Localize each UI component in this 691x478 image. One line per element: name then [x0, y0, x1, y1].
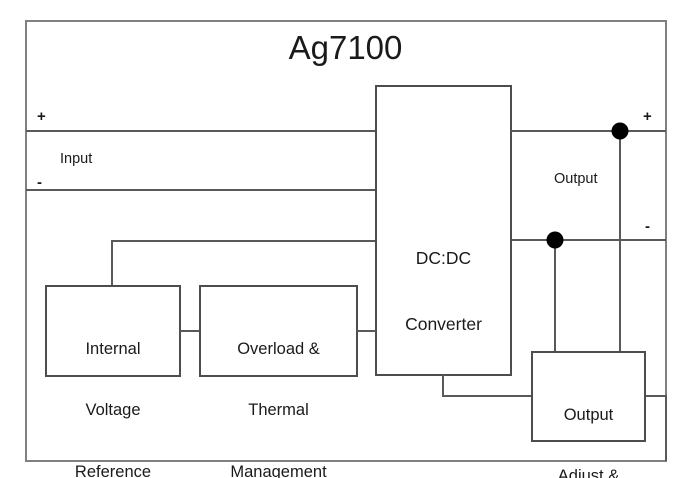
feedback-return-wire — [645, 395, 667, 461]
output-positive-junction-dot — [611, 122, 629, 140]
dcdc-converter-block — [375, 85, 512, 376]
converter-control-wire — [442, 375, 532, 397]
reference-feedback-wire — [111, 240, 376, 286]
output-negative-junction-dot — [546, 231, 564, 249]
internal-voltage-reference-block — [45, 285, 181, 377]
output-adjust-feedback-block — [531, 351, 646, 442]
overload-thermal-block — [199, 285, 358, 377]
